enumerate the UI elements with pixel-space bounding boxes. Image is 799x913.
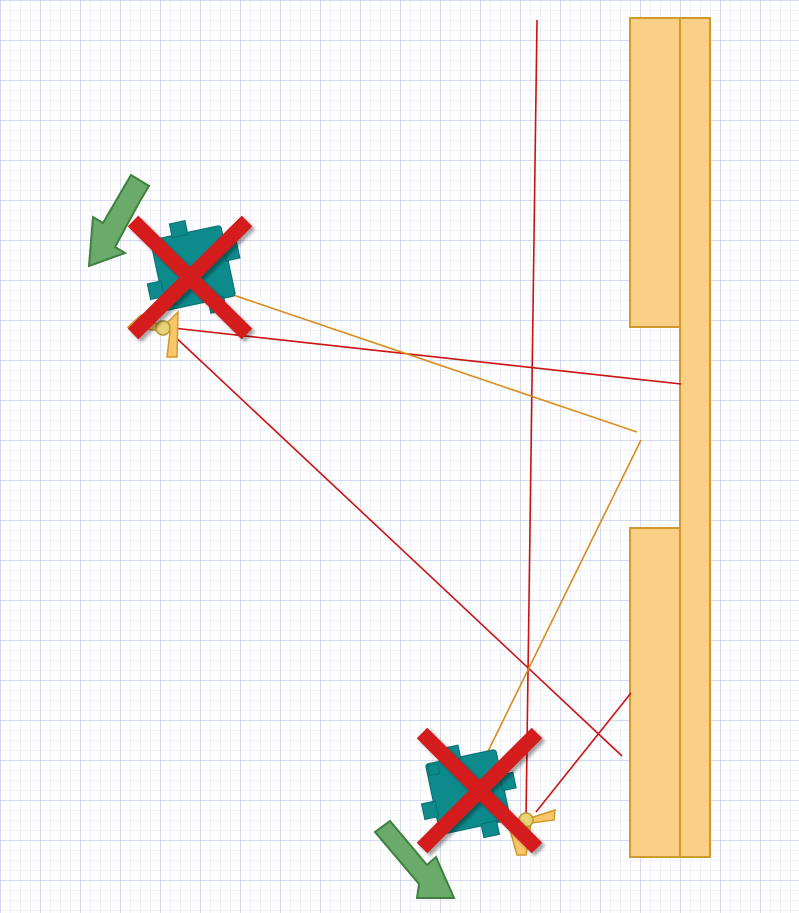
beam-red-upper-to-wall (172, 327, 682, 385)
wall-bottom-block (629, 527, 681, 858)
arrow-icon (87, 173, 151, 268)
beam-orange-upper (188, 279, 638, 433)
wall-group (629, 17, 711, 858)
beam-red-vertical (525, 19, 538, 819)
beam-red-upper-diagonal (170, 332, 623, 757)
robot-lower (373, 727, 556, 899)
beam-group (170, 19, 682, 819)
x-mark-icon (416, 727, 543, 854)
lidar-sensor-upper-icon (155, 320, 171, 336)
robot-upper (87, 173, 253, 358)
arrow-icon (373, 819, 456, 899)
x-mark-icon (127, 215, 253, 340)
beam-orange-lower (466, 439, 642, 795)
beam-red-lower-to-wall (535, 692, 632, 813)
wall-back-panel (679, 17, 711, 858)
wall-top-block (629, 17, 681, 328)
